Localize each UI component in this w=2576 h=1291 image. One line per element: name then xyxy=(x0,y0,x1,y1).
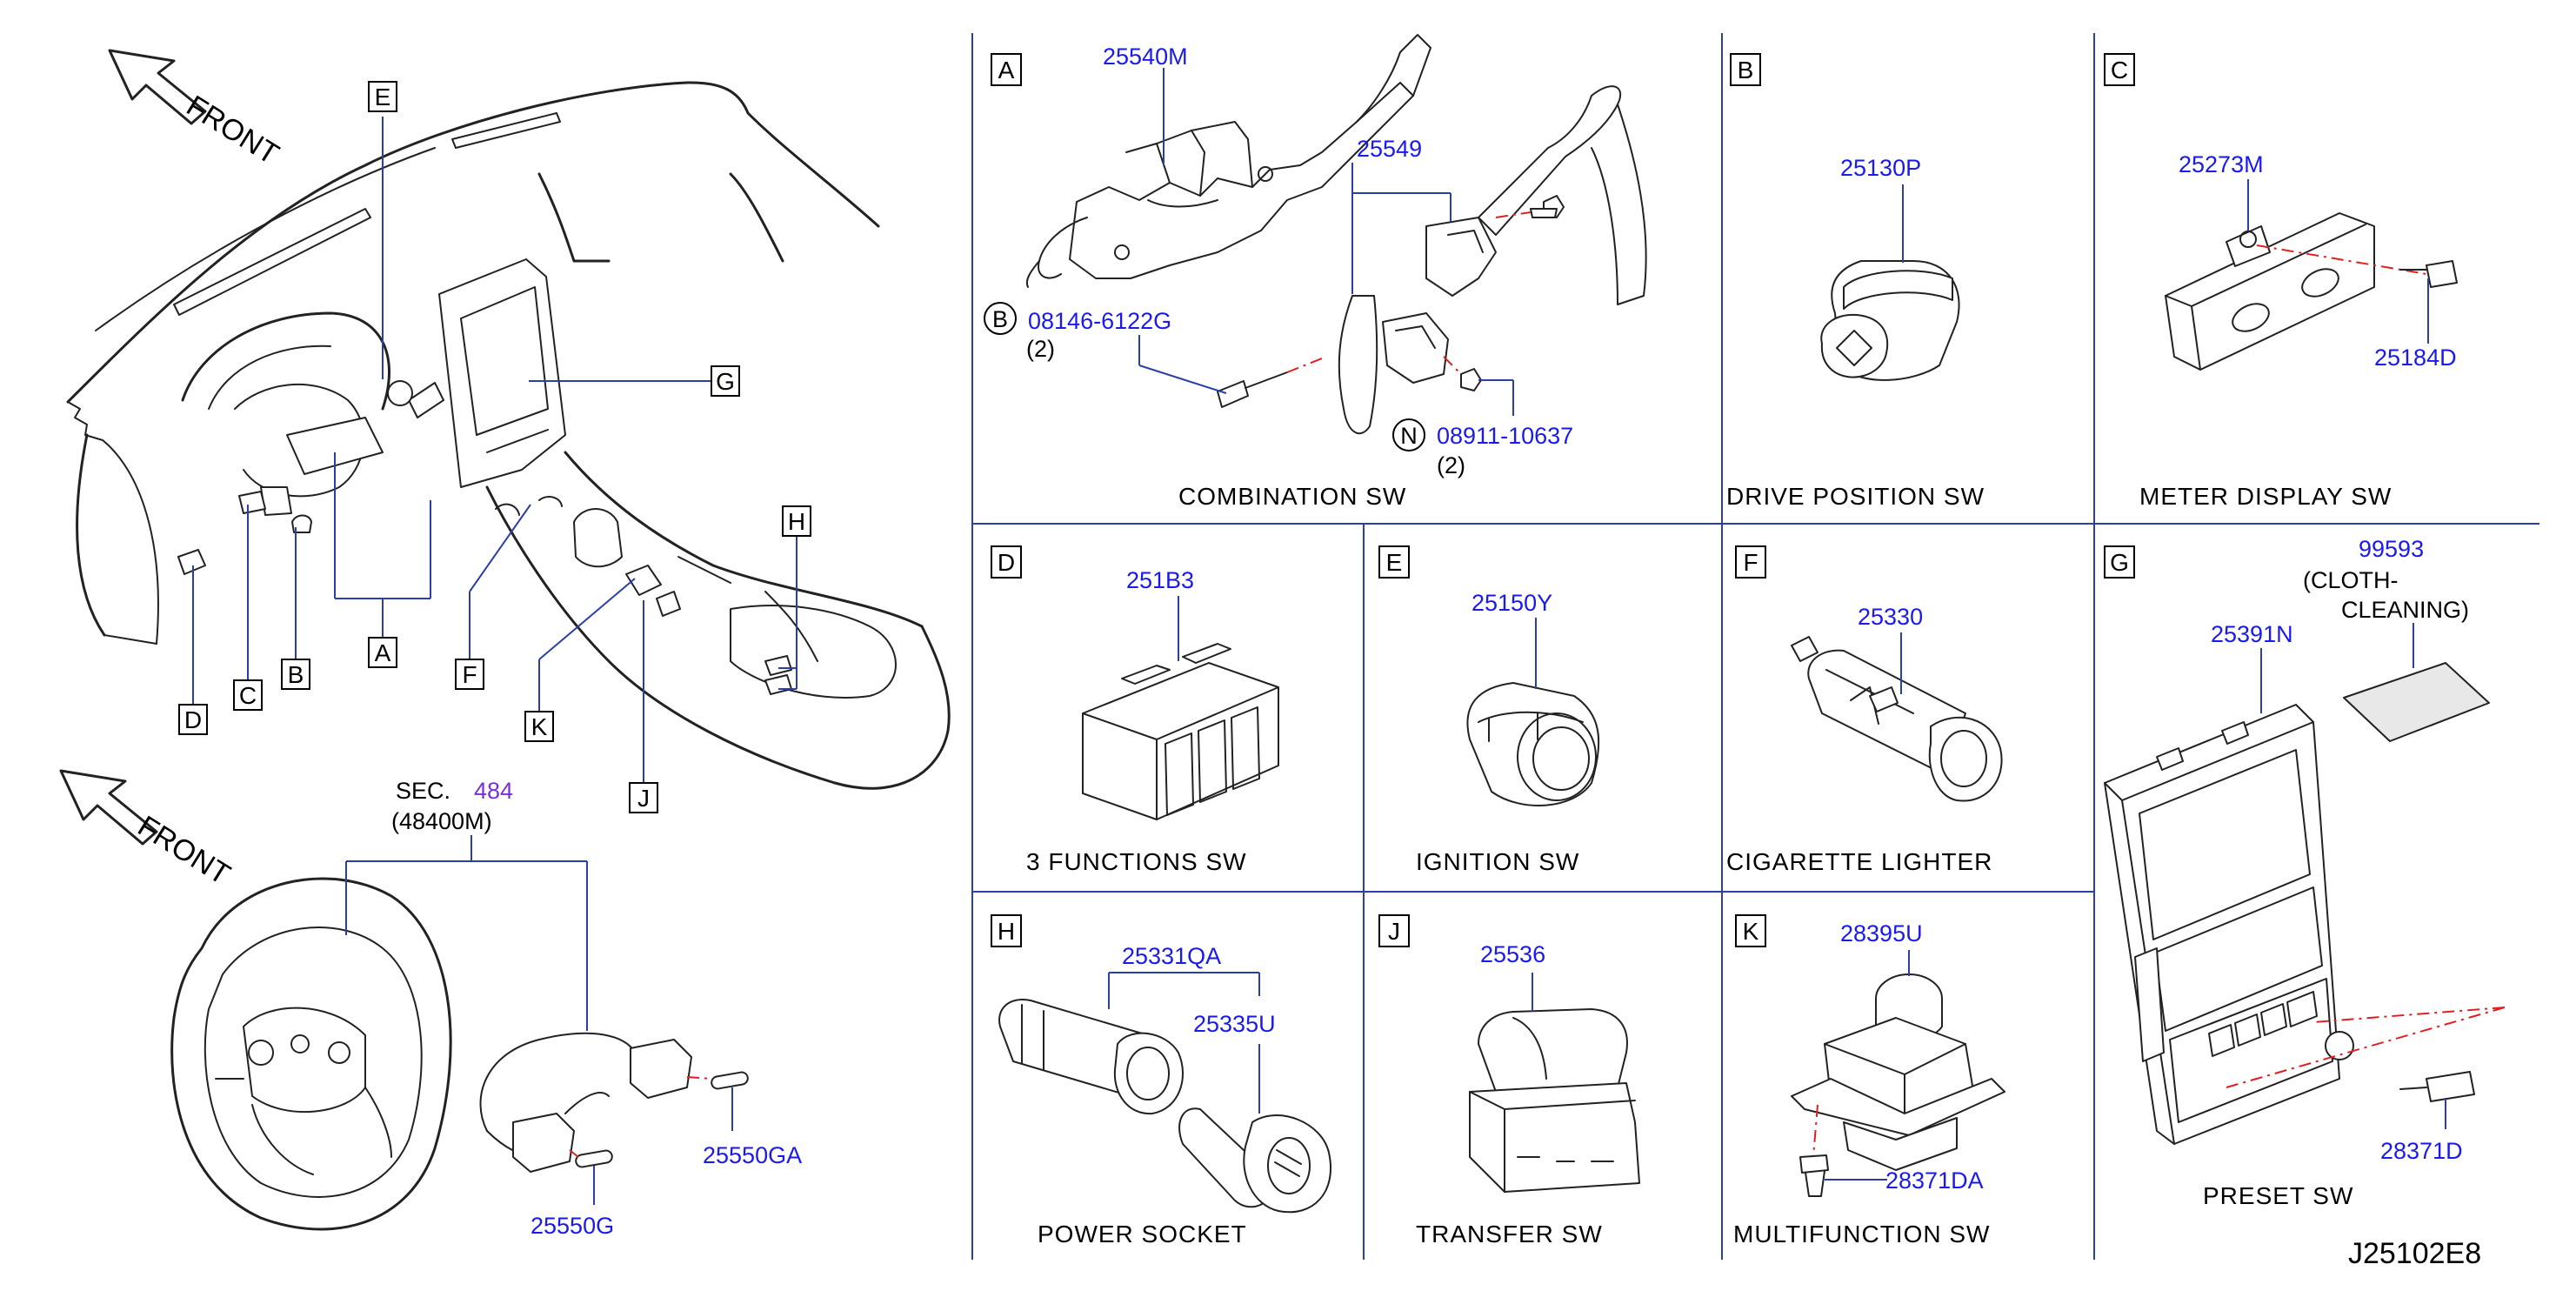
svg-text:B: B xyxy=(288,661,304,688)
svg-text:B: B xyxy=(1738,57,1754,84)
front-arrow-top: FRONT xyxy=(108,49,284,171)
svg-text:J: J xyxy=(637,785,650,812)
svg-text:K: K xyxy=(1743,918,1759,945)
panel-f: F xyxy=(1735,545,2003,802)
front-arrow-bottom: FRONT xyxy=(59,769,236,892)
svg-text:H: H xyxy=(788,508,805,535)
svg-text:N: N xyxy=(1400,423,1418,449)
sec-prefix: SEC. xyxy=(396,778,450,804)
dashboard-overview-drawing xyxy=(66,81,951,790)
callout-a: A xyxy=(368,637,397,668)
panel-b: B xyxy=(1730,53,1960,381)
sec-number[interactable]: 484 xyxy=(474,778,513,804)
cloth-line-2: CLEANING) xyxy=(2341,597,2469,623)
part-08911-10637[interactable]: 08911-10637 xyxy=(1437,423,1573,449)
svg-text:A: A xyxy=(375,639,391,666)
callout-k: K xyxy=(524,711,554,742)
part-25550ga[interactable]: 25550GA xyxy=(703,1142,802,1168)
callout-c: C xyxy=(233,679,263,711)
svg-text:A: A xyxy=(998,57,1015,84)
callout-e: E xyxy=(368,81,397,112)
callout-f: F xyxy=(455,659,484,690)
panel-k: K xyxy=(1735,914,2005,1197)
callout-h: H xyxy=(782,505,811,537)
panel-c-title: METER DISPLAY SW xyxy=(2139,483,2392,510)
callout-g: G xyxy=(711,365,740,397)
bolt-qty: (2) xyxy=(1026,336,1055,362)
svg-text:K: K xyxy=(531,713,548,740)
panel-b-title: DRIVE POSITION SW xyxy=(1726,483,1985,510)
panel-e-title: IGNITION SW xyxy=(1416,848,1579,875)
panel-h-title: POWER SOCKET xyxy=(1038,1221,1247,1248)
part-251b3[interactable]: 251B3 xyxy=(1126,567,1194,593)
cloth-line-1: (CLOTH- xyxy=(2303,567,2399,593)
front-label-top: FRONT xyxy=(181,90,284,171)
part-25331qa[interactable]: 25331QA xyxy=(1122,943,1221,969)
svg-text:E: E xyxy=(1386,549,1403,576)
part-25536[interactable]: 25536 xyxy=(1480,941,1545,967)
front-label-bottom: FRONT xyxy=(132,810,236,892)
part-25130p[interactable]: 25130P xyxy=(1840,155,1921,181)
overview-leaders xyxy=(192,117,797,783)
part-25335u[interactable]: 25335U xyxy=(1193,1011,1276,1037)
part-28371d[interactable]: 28371D xyxy=(2380,1138,2463,1164)
panel-k-title: MULTIFUNCTION SW xyxy=(1733,1221,1990,1248)
svg-text:J: J xyxy=(1388,918,1400,945)
svg-text:F: F xyxy=(1743,549,1758,576)
part-25330[interactable]: 25330 xyxy=(1858,604,1923,630)
panel-c: C xyxy=(2104,53,2458,371)
part-25549[interactable]: 25549 xyxy=(1357,136,1422,162)
overview-callouts: E G H A F K J B C D xyxy=(178,81,811,813)
part-25540m[interactable]: 25540M xyxy=(1103,43,1188,70)
panel-d-title: 3 FUNCTIONS SW xyxy=(1026,848,1247,875)
svg-text:H: H xyxy=(998,918,1015,945)
drawing-code: J25102E8 xyxy=(2348,1237,2481,1270)
panel-h: H xyxy=(991,914,1331,1214)
panel-a: A xyxy=(984,34,1647,452)
callout-j: J xyxy=(629,782,658,813)
part-25273m[interactable]: 25273M xyxy=(2179,151,2264,177)
steering-switch-harness xyxy=(479,1032,749,1173)
nut-qty: (2) xyxy=(1437,452,1465,478)
part-99593[interactable]: 99593 xyxy=(2359,536,2424,562)
panel-g-title: PRESET SW xyxy=(2203,1182,2353,1209)
panel-f-title: CIGARETTE LIGHTER xyxy=(1726,848,1992,875)
part-25184d[interactable]: 25184D xyxy=(2374,344,2457,371)
svg-text:B: B xyxy=(992,306,1008,332)
svg-text:E: E xyxy=(375,84,391,110)
callout-d: D xyxy=(178,704,208,735)
panel-e: E xyxy=(1378,545,1600,806)
panel-a-title: COMBINATION SW xyxy=(1178,483,1406,510)
svg-text:D: D xyxy=(998,549,1015,576)
part-25391n[interactable]: 25391N xyxy=(2211,621,2293,647)
panel-g: G xyxy=(2104,545,2506,1145)
svg-text:F: F xyxy=(462,661,477,688)
svg-text:G: G xyxy=(716,368,735,395)
steering-leaders xyxy=(345,835,733,1205)
part-28395u[interactable]: 28395U xyxy=(1840,920,1923,947)
part-25150y[interactable]: 25150Y xyxy=(1472,590,1552,616)
panel-d: D xyxy=(991,545,1279,820)
svg-text:G: G xyxy=(2110,549,2129,576)
sec-ref: (48400M) xyxy=(391,808,492,834)
svg-text:D: D xyxy=(184,706,202,733)
panel-j: J xyxy=(1378,914,1640,1193)
svg-text:C: C xyxy=(239,682,257,709)
part-28371da[interactable]: 28371DA xyxy=(1885,1167,1984,1194)
svg-text:C: C xyxy=(2111,57,2128,84)
steering-wheel-drawing xyxy=(170,877,452,1231)
panel-grid xyxy=(971,33,2539,1260)
panel-j-title: TRANSFER SW xyxy=(1416,1221,1603,1248)
part-25550g[interactable]: 25550G xyxy=(531,1213,614,1239)
callout-b: B xyxy=(281,659,310,690)
part-08146-6122g[interactable]: 08146-6122G xyxy=(1028,308,1171,334)
